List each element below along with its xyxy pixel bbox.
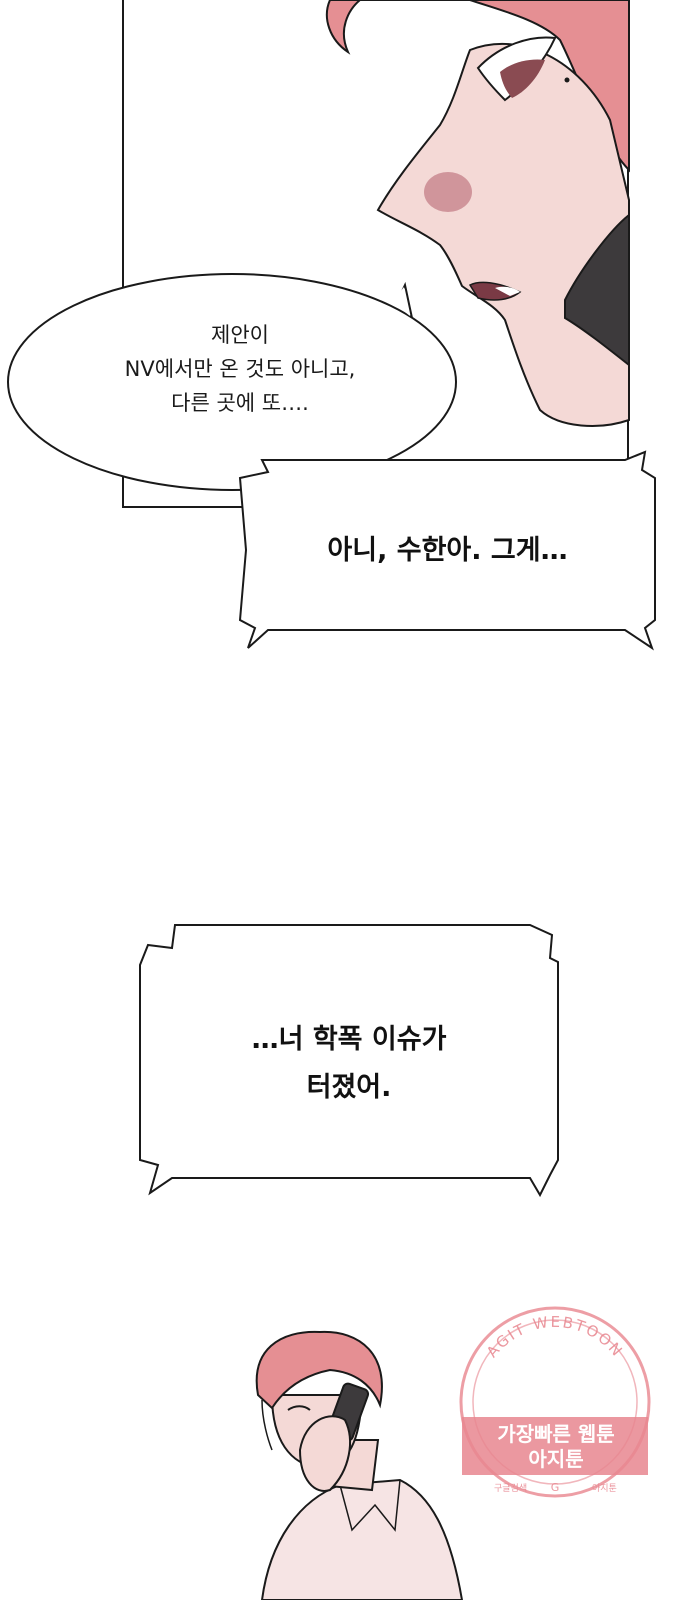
narration-box-2-shape [139, 924, 559, 1198]
character-face-illustration [325, 0, 630, 427]
narration-box-1-text: 아니, 수한아. 그게… [250, 526, 645, 576]
narration-box-1-shape [238, 450, 656, 651]
watermark-line-1: 가장빠른 웹툰 [497, 1422, 615, 1446]
watermark-line-2: 아지툰 [528, 1447, 584, 1471]
speech-bubble-text: 제안이 NV에서만 온 것도 아니고, 다른 곳에 또…. [40, 318, 440, 420]
svg-text:AGIT WEBTOON: AGIT WEBTOON [483, 1313, 627, 1361]
narration-2-line-1: …너 학폭 이슈가 [251, 1024, 447, 1055]
watermark-label: 가장빠른 웹툰 아지툰 [462, 1422, 650, 1472]
agit-webtoon-watermark-seal: AGIT WEBTOON 구글검색 G 아지툰 [459, 1306, 651, 1498]
speech-line-2: NV에서만 온 것도 아니고, [124, 357, 356, 381]
svg-text:G: G [551, 1481, 560, 1494]
speech-bubble-shape [7, 273, 457, 491]
narration-box-2-text: …너 학폭 이슈가 터졌어. [150, 1016, 548, 1112]
svg-text:아지툰: 아지툰 [592, 1483, 617, 1494]
speech-line-1: 제안이 [211, 323, 269, 347]
speech-line-3: 다른 곳에 또…. [171, 391, 309, 415]
narration-1-line-1: 아니, 수한아. 그게… [327, 535, 568, 566]
svg-text:구글검색: 구글검색 [494, 1482, 527, 1494]
narration-2-line-2: 터졌어. [306, 1072, 392, 1103]
